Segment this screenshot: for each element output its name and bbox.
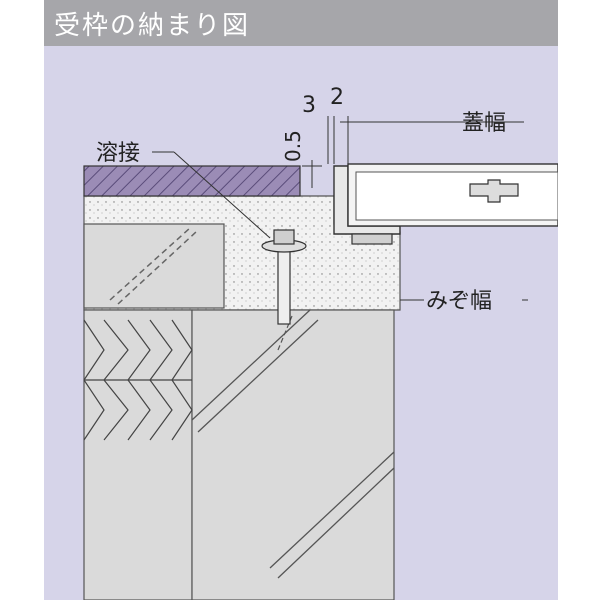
cover-width-label: 蓋幅: [462, 111, 506, 136]
cover-lock-tab: [469, 179, 519, 203]
rebar-dashed-1: [109, 227, 191, 301]
stone-pattern-lower: [83, 379, 193, 441]
lower-left-wall: [83, 309, 193, 601]
left-block: [83, 223, 225, 309]
wall-line-4: [277, 467, 395, 579]
bolt-nut: [273, 229, 295, 245]
wall-line-1: [191, 309, 311, 421]
welding-label: 溶接: [96, 141, 140, 166]
cover-plate-inner: [355, 171, 559, 221]
stone-pattern-upper: [83, 319, 193, 381]
wall-line-2: [197, 319, 319, 433]
wall-line-3: [269, 451, 395, 569]
anchor-dashed: [277, 315, 293, 351]
dim-2-label: 2: [330, 85, 344, 110]
installation-diagram: 3 2 0.5 溶接 蓋幅 みぞ幅: [44, 46, 559, 601]
title-bar: 受枠の納まり図: [44, 0, 558, 46]
dim-05-label: 0.5: [281, 130, 305, 162]
rebar-dashed-2: [117, 231, 197, 305]
dim-3-label: 3: [302, 93, 316, 118]
grating-cover: [83, 165, 301, 197]
diagram-canvas: 3 2 0.5 溶接 蓋幅 みぞ幅: [44, 46, 559, 601]
page-title: 受枠の納まり図: [54, 11, 251, 41]
lower-right-wall: [191, 309, 395, 601]
frame-bracket: [351, 233, 393, 245]
weld-leader-d: [173, 151, 271, 239]
gutter-width-label: みぞ幅: [426, 289, 492, 314]
